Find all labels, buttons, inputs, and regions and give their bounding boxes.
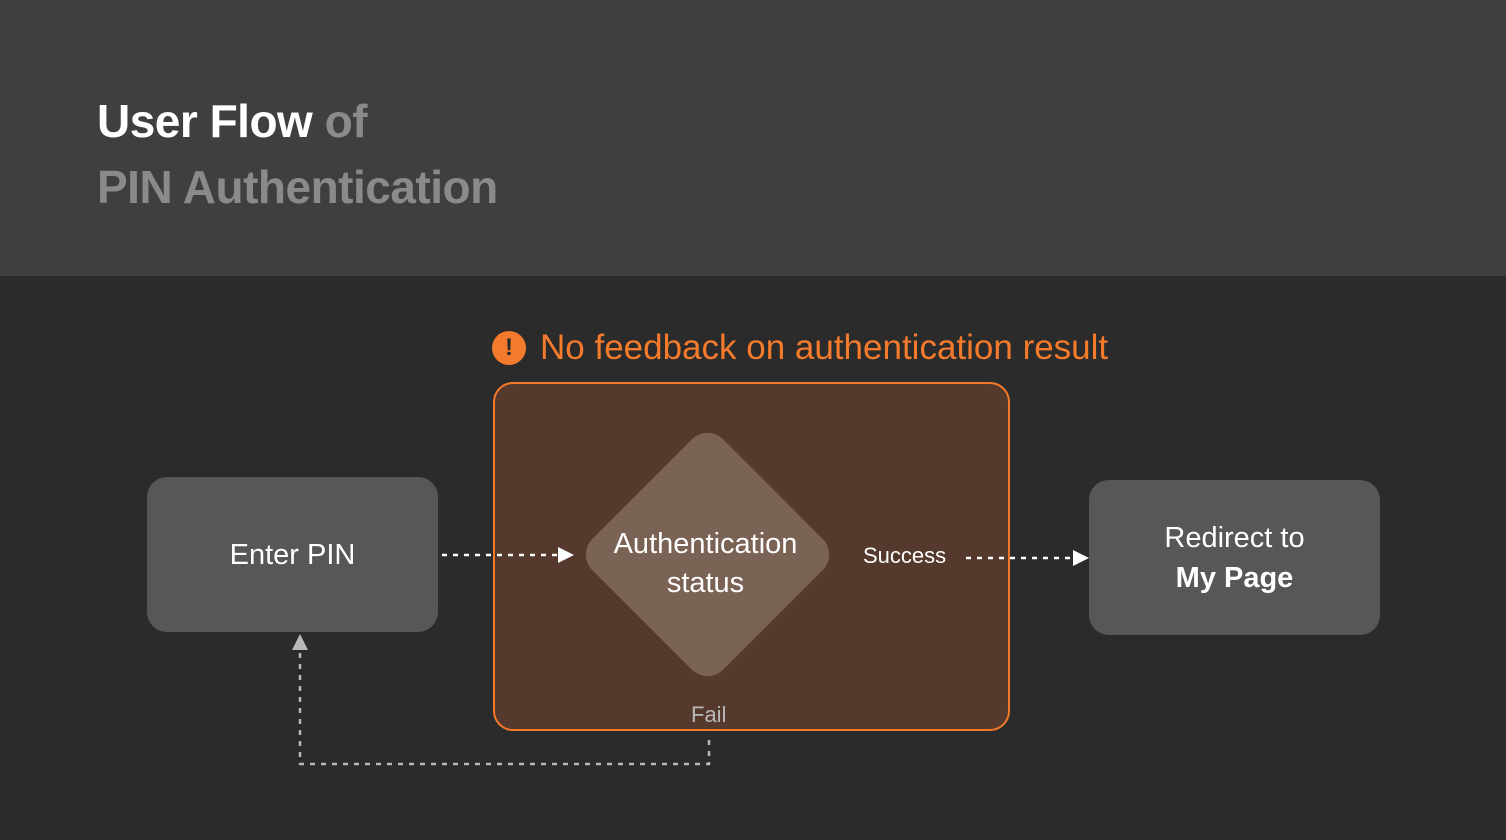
title-user-flow: User Flow (97, 95, 313, 147)
fail-label: Fail (691, 702, 727, 727)
warning-callout: ! No feedback on authentication result (492, 326, 1108, 370)
redirect-label-line1: Redirect to (1164, 521, 1305, 554)
decision-label-line2: status (666, 567, 745, 599)
redirect-label-line2: My Page (1175, 561, 1294, 594)
exclamation-icon: ! (492, 331, 526, 365)
arrowhead-success (1073, 550, 1089, 566)
success-label: Success (863, 543, 947, 568)
enter-pin-node: Enter PIN (147, 477, 438, 632)
arrowhead-fail (292, 634, 308, 650)
redirect-node: Redirect to My Page (1089, 480, 1380, 635)
warning-text: No feedback on authentication result (540, 328, 1109, 367)
title-pin-authentication: PIN Authentication (97, 161, 498, 213)
page-title: User Flow of PIN Authentication (97, 88, 498, 220)
header-panel: User Flow of PIN Authentication (0, 0, 1506, 276)
arrowhead-enter-to-decision (558, 547, 574, 563)
decision-label-line1: Authentication (613, 528, 798, 560)
arrow-fail-to-enter (298, 648, 711, 766)
decision-label: Authentication status (588, 525, 823, 603)
title-of: of (324, 95, 368, 147)
enter-pin-label: Enter PIN (229, 538, 356, 571)
